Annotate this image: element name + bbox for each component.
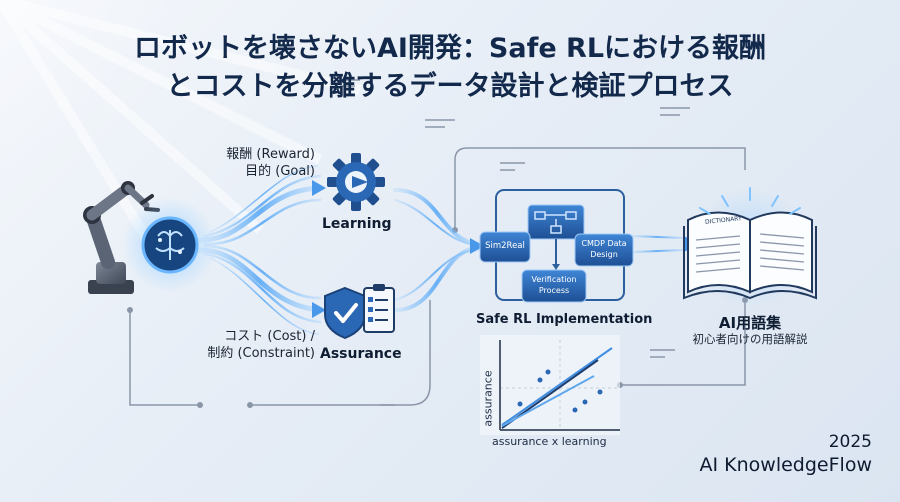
assurance-label: Assurance [320,346,402,362]
circuit-ticks [340,79,690,358]
brand-year: 2025 [828,432,872,452]
reward-line-2: 目的 (Goal) [245,164,315,179]
robot-arm-icon [83,181,160,294]
shield-check-icon [324,286,366,340]
page-title: ロボットを壊さないAI開発：Safe RLにおける報酬 とコストを分離するデータ… [0,30,900,106]
cmdp-label-line-1: CMDP Data [581,239,627,248]
cmdp-label: CMDP Data Design [575,238,633,260]
cost-flow [197,244,323,335]
sim2real-node [479,231,531,263]
cost-label: コスト (Cost) / 制約 (Constraint) [200,328,315,362]
plot-lines [501,347,613,429]
merge-arrowhead [470,238,484,254]
brain-icon [141,216,199,274]
glossary-title: AI用語集 [718,314,782,332]
book-sparkles [699,187,801,215]
reward-arrowhead [312,180,326,196]
brand-name: AI KnowledgeFlow [699,454,872,476]
light-glow [0,0,260,260]
cost-line-2: 制約 (Constraint) [207,346,315,361]
sim2real-label: Sim2Real [485,241,525,251]
process-caption: Safe RL Implementation [476,312,653,327]
plot-y-label: assurance [481,370,495,427]
merge-flow [393,188,480,312]
circuit-lines [129,147,746,406]
cmdp-label-line-2: Design [590,250,618,259]
plot [480,335,620,435]
reward-label: 報酬 (Reward) 目的 (Goal) [215,146,315,180]
title-line-2: とコストを分離するデータ設計と検証プロセス [166,71,734,102]
title-line-1: ロボットを壊さないAI開発：Safe RLにおける報酬 [133,33,767,64]
cost-arrowhead [312,302,326,318]
output-flow [628,235,692,253]
book-icon [683,211,817,300]
cost-line-1: コスト (Cost) / [224,329,315,344]
verification-label-line-2: Process [538,286,570,295]
cmdp-node [574,233,634,267]
learning-label: Learning [322,216,392,232]
plot-x-label: assurance x learning [492,435,607,448]
plot-points [517,369,603,413]
verification-label-line-1: Verification [531,275,577,284]
reward-line-1: 報酬 (Reward) [226,147,315,162]
process-diagram [479,189,634,303]
gear-icon [327,153,385,211]
verification-node [521,269,587,303]
glossary-subtitle: 初心者向けの用語解説 [692,332,808,346]
verification-label: Verification Process [522,274,586,296]
clipboard-icon [363,284,395,333]
